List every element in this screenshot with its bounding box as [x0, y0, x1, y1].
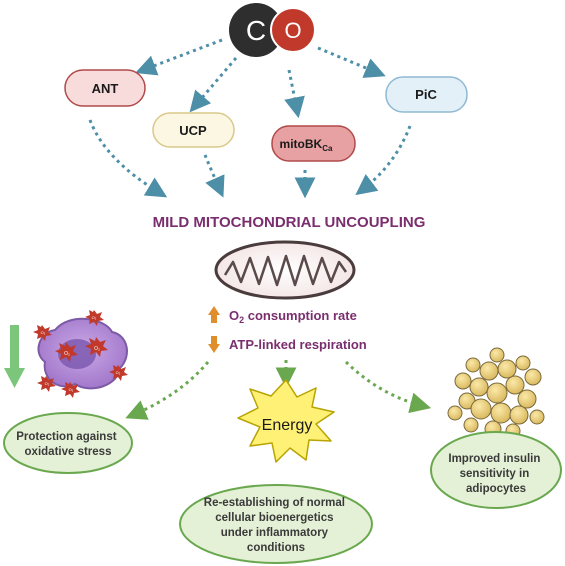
ros-label-5: O₂ — [116, 370, 121, 375]
outcome-insulin-text: Improved insulin sensitivity in adipocyt… — [448, 453, 543, 495]
channel-to-uncoupling-arrows — [88, 119, 412, 199]
adipocyte-cell — [497, 359, 517, 379]
channel-ant: ANT — [64, 69, 146, 107]
arrow-pic-down — [355, 125, 412, 196]
adipocyte-cell — [509, 405, 529, 425]
mitobk-main-text: mitoBK — [280, 137, 323, 151]
ros-particle-icon: O₂ — [85, 310, 104, 326]
ros-particle-icon: O₂ — [33, 325, 52, 341]
mitochondrion-icon — [214, 240, 356, 300]
outcome-bioenergetics-line-3: under inflammatory — [221, 527, 329, 539]
co-molecule-icon: C O — [229, 3, 316, 57]
co-to-channel-arrows — [135, 38, 386, 119]
adipocyte-cell — [524, 368, 542, 386]
adipocyte-cell — [489, 347, 505, 363]
channel-mitobk-label: mitoBKCa — [280, 137, 333, 153]
o2-rest: consumption rate — [244, 308, 357, 323]
arrow-co-mitobk — [284, 69, 305, 119]
outcome-bioenergetics-line-4: conditions — [247, 542, 305, 554]
up-arrow-icon — [208, 306, 220, 323]
channel-ucp: UCP — [152, 112, 235, 148]
adipocyte-cell — [470, 398, 492, 420]
outcome-bioenergetics: Re-establishing of normal cellular bioen… — [179, 484, 373, 564]
ros-particle-icon: O₂ — [37, 376, 56, 392]
channel-ant-label: ANT — [92, 81, 119, 96]
adipocyte-cell — [447, 405, 463, 421]
channel-mitobk: mitoBKCa — [271, 125, 356, 162]
ros-particle-icon: O₂ — [61, 382, 80, 398]
carbon-atom-label: C — [246, 15, 266, 46]
ros-label-4: O₂ — [41, 330, 46, 335]
arrow-to-insulin — [344, 360, 432, 414]
atp-respiration-indicator: ATP-linked respiration — [208, 336, 367, 353]
channel-pic: PiC — [385, 76, 468, 113]
outcome-insulin-line-1: Improved insulin — [448, 453, 540, 465]
o2-consumption-indicator: O2 consumption rate — [208, 306, 357, 325]
channel-pic-label: PiC — [415, 87, 437, 102]
down-arrow-icon — [208, 336, 220, 353]
arrow-co-ucp — [189, 57, 238, 113]
outcome-bioenergetics-text: Re-establishing of normal cellular bioen… — [204, 497, 348, 554]
arrow-to-oxidative — [125, 361, 210, 420]
energy-label: Energy — [262, 417, 313, 434]
arrow-co-ant — [135, 38, 223, 76]
adipocyte-cell — [465, 357, 481, 373]
adipocyte-cell — [490, 402, 512, 424]
adipocyte-cell — [515, 355, 531, 371]
ros-label-6: O₂ — [45, 381, 50, 386]
outcome-oxidative-line-2: oxidative stress — [25, 446, 112, 458]
outcome-insulin-line-3: adipocytes — [466, 483, 526, 495]
outcome-oxidative-text: Protection against oxidative stress — [16, 431, 120, 458]
mitobk-subscript: Ca — [322, 144, 333, 153]
ros-particles: O₂ O₂ O₂ O₂ O₂ O₂ O₂ — [33, 310, 128, 398]
arrow-ant-down — [88, 119, 168, 198]
outcome-oxidative-line-1: Protection against — [16, 431, 116, 443]
adipocyte-cell — [469, 377, 489, 397]
outcome-arrows — [125, 360, 432, 420]
ros-particle-icon: O₂ — [85, 337, 108, 357]
energy-burst-icon: Energy — [237, 379, 335, 463]
atp-respiration-label: ATP-linked respiration — [229, 337, 367, 352]
o2-subscript: 2 — [239, 315, 244, 325]
adipocyte-cell — [486, 382, 508, 404]
ros-particle-icon: O₂ — [109, 365, 128, 381]
adipocyte-cell — [454, 372, 472, 390]
ros-label-2: O₂ — [92, 315, 97, 320]
decrease-arrow-icon — [10, 325, 19, 370]
adipocyte-cell — [529, 409, 545, 425]
adipocyte-cell — [463, 417, 479, 433]
adipocyte-cell — [517, 389, 537, 409]
channel-ucp-label: UCP — [179, 123, 207, 138]
ros-label-3: O₂ — [94, 346, 100, 352]
o2-prefix: O — [229, 308, 239, 323]
adipocyte-cell — [479, 361, 499, 381]
outcome-insulin-line-2: sensitivity in — [460, 468, 530, 480]
outcome-oxidative: Protection against oxidative stress — [3, 412, 133, 474]
arrow-ucp-down — [203, 154, 225, 198]
ros-label-1: O₂ — [64, 351, 70, 357]
ros-label-7: O₂ — [69, 387, 74, 392]
adipocyte-cluster-icon — [447, 347, 545, 439]
uncoupling-title: MILD MITOCHONDRIAL UNCOUPLING — [153, 214, 426, 231]
arrow-co-pic — [317, 46, 386, 78]
oxygen-atom-label: O — [284, 18, 301, 43]
adipocyte-cell — [505, 375, 525, 395]
ros-particle-icon: O₂ — [55, 342, 78, 362]
outcome-bioenergetics-line-1: Re-establishing of normal — [204, 497, 345, 509]
outcome-bioenergetics-line-2: cellular bioenergetics — [215, 512, 333, 524]
o2-consumption-label: O2 consumption rate — [229, 308, 357, 325]
outcome-insulin: Improved insulin sensitivity in adipocyt… — [430, 431, 562, 509]
